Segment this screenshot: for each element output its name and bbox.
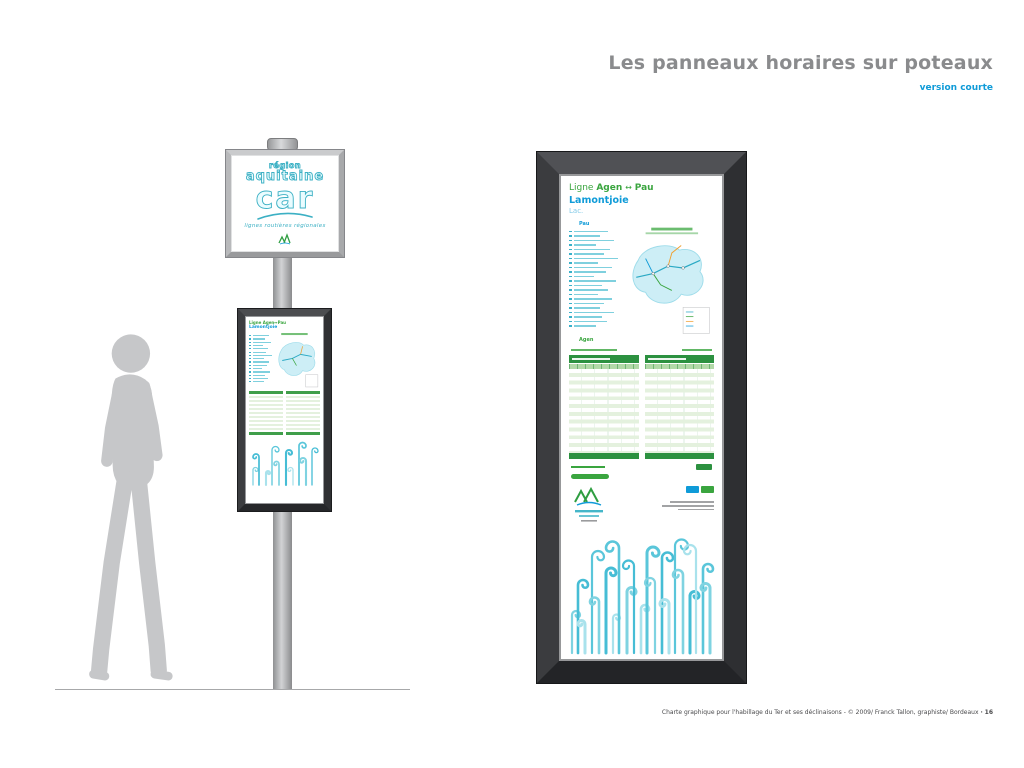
mini-timetable-panel: Ligne Agen↔Pau Lamontjoie bbox=[237, 308, 332, 512]
page-subtitle: version courte bbox=[919, 83, 993, 93]
stops-column: Pau Agen bbox=[569, 221, 621, 343]
page-title: Les panneaux horaires sur poteaux bbox=[608, 52, 993, 74]
decorative-curls-icon bbox=[570, 538, 715, 655]
mini-network-map-icon bbox=[278, 333, 319, 388]
region-logo-icon bbox=[574, 487, 603, 522]
panel-stop-detail: Lac. bbox=[569, 207, 584, 215]
mini-timetable-outbound bbox=[249, 391, 283, 435]
mini-stop-name: Lamontjoie bbox=[249, 325, 278, 330]
ground-line bbox=[55, 689, 410, 690]
footer-credit: Charte graphique pour l'habillage du Ter… bbox=[661, 709, 993, 716]
brand-sign: région aquitaine car lignes routières ré… bbox=[225, 149, 345, 258]
partner-logo-blue bbox=[686, 486, 699, 494]
stops-list bbox=[569, 227, 621, 337]
mini-stop-list bbox=[249, 332, 273, 389]
partner-logos bbox=[656, 486, 714, 528]
timetable-outbound bbox=[569, 355, 639, 460]
mini-line-header: Ligne Agen↔Pau bbox=[249, 320, 287, 325]
region-emblem-icon bbox=[278, 232, 291, 244]
logo-swash-icon bbox=[257, 212, 313, 220]
person-silhouette-icon bbox=[89, 334, 173, 681]
mini-decorative-curls-icon bbox=[252, 441, 319, 486]
network-map-icon bbox=[632, 227, 710, 334]
mini-map-section bbox=[249, 332, 320, 389]
logo-aquitaine-text: aquitaine bbox=[245, 169, 325, 185]
mini-timetable-return bbox=[286, 391, 320, 435]
logo-tagline: lignes routières régionales bbox=[244, 222, 326, 229]
logo-car-text: car bbox=[255, 181, 315, 216]
timetable-panel-detail: Ligne Agen ↔ Pau Lamontjoie Lac. Pau Age… bbox=[536, 151, 747, 684]
credits-lines bbox=[656, 499, 714, 511]
panel-line-header: Ligne Agen ↔ Pau bbox=[569, 183, 654, 193]
panel-stop-name: Lamontjoie bbox=[569, 195, 629, 206]
table-captions bbox=[569, 349, 714, 352]
partner-logo-green bbox=[701, 486, 714, 494]
terminus-top-label: Pau bbox=[579, 221, 590, 227]
terminus-bottom-label: Agen bbox=[579, 337, 594, 343]
info-pill bbox=[569, 474, 714, 480]
table-notes bbox=[569, 464, 714, 471]
timetable-return bbox=[644, 355, 714, 460]
map-section: Pau Agen bbox=[569, 221, 714, 343]
timetables bbox=[569, 355, 714, 460]
logo-region-text: région bbox=[268, 161, 302, 171]
mini-timetables bbox=[249, 391, 320, 435]
logos-row bbox=[569, 486, 714, 528]
